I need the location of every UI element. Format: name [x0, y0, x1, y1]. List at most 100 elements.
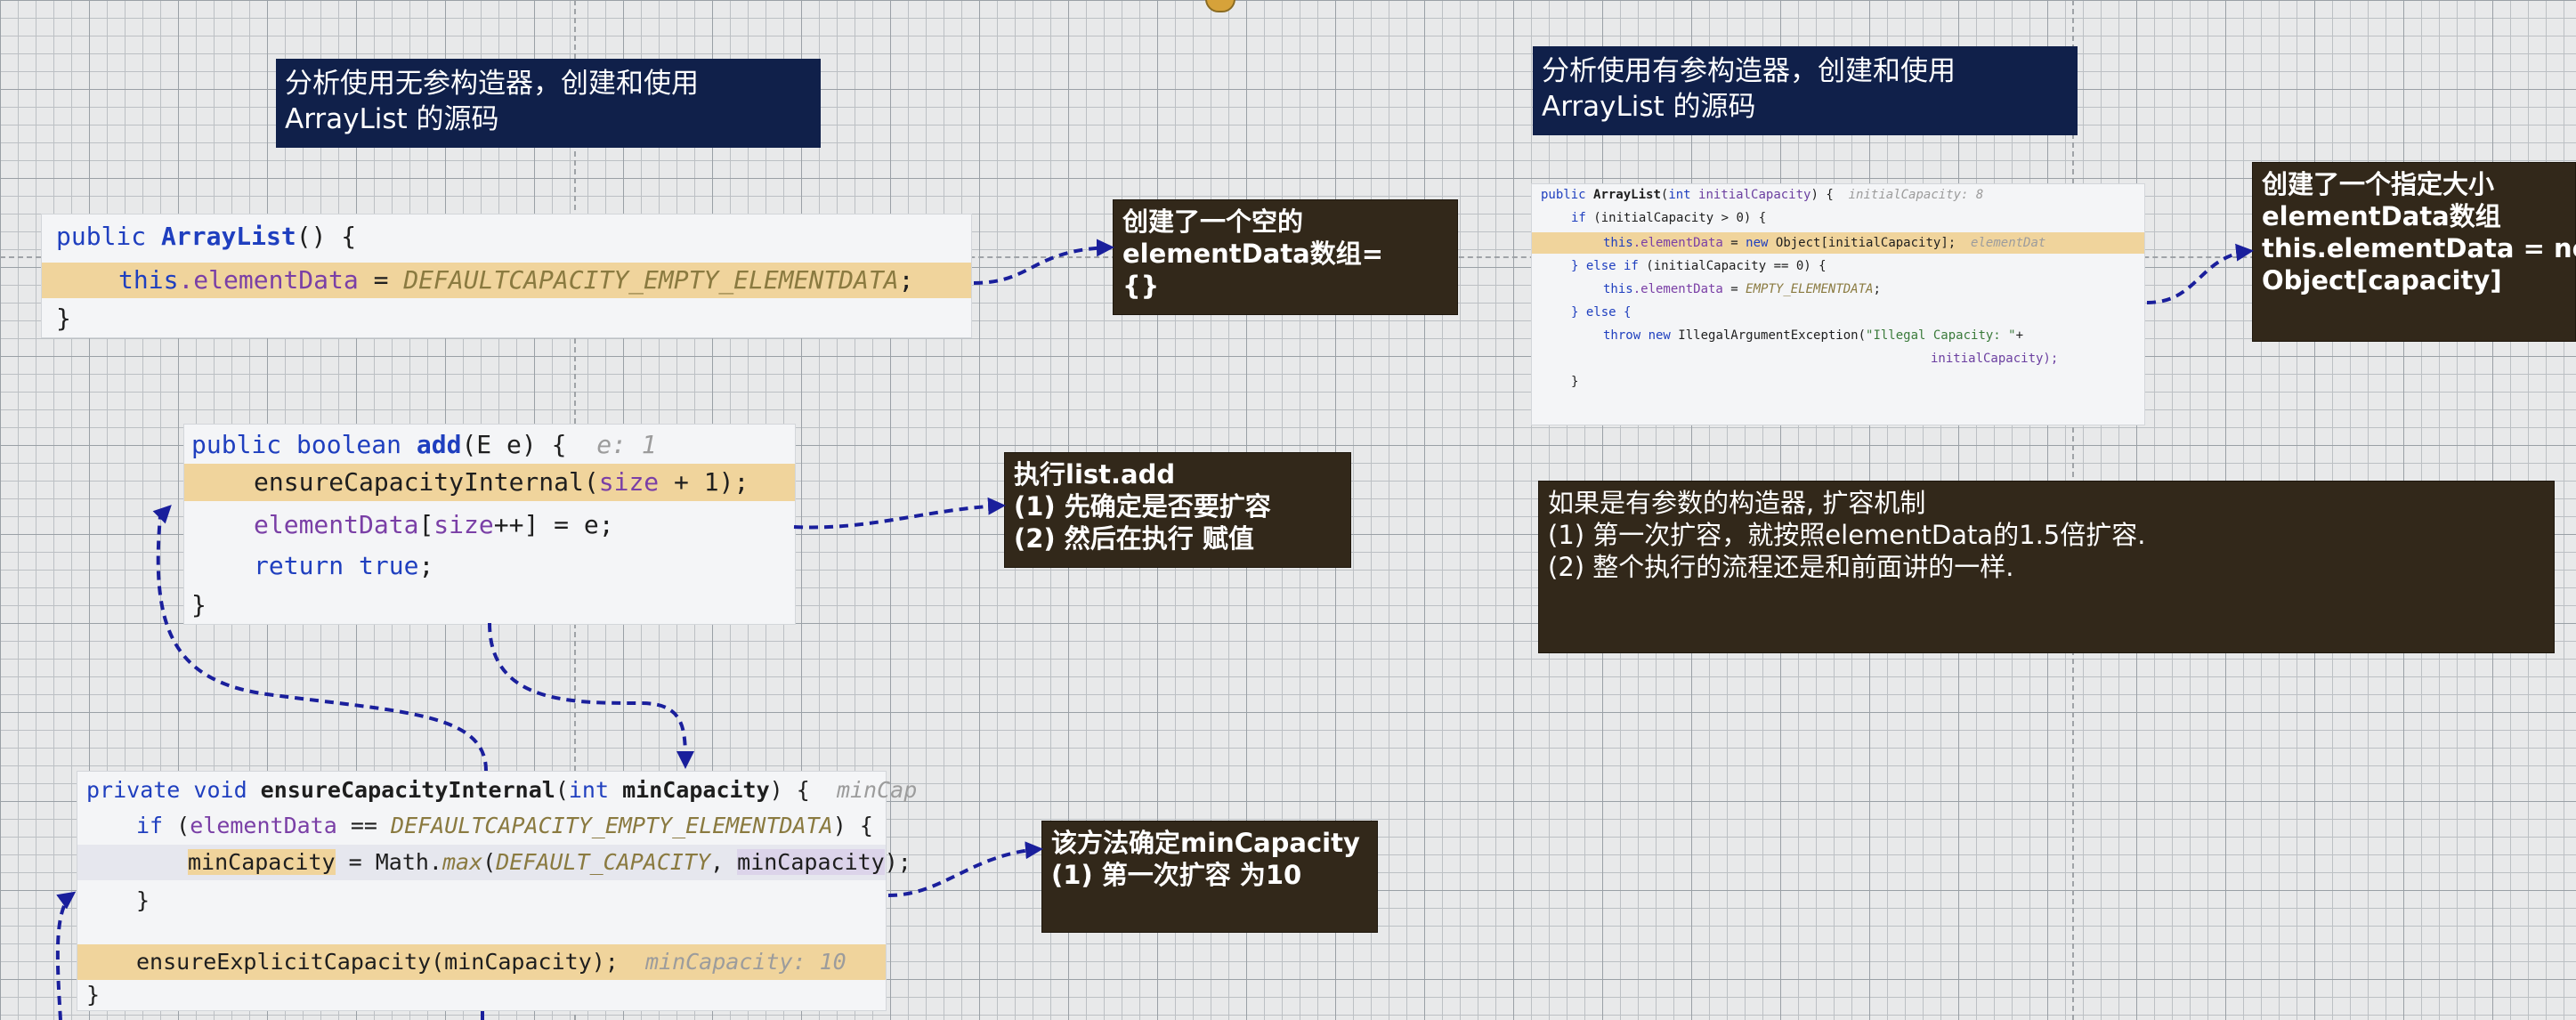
- note-line: 创建了一个空的: [1122, 206, 1304, 237]
- code-token: (: [482, 849, 497, 875]
- code-line: public ArrayList(int initialCapacity) { …: [1541, 188, 2144, 202]
- code-token: ;: [418, 551, 434, 580]
- code-line: } else {: [1571, 305, 2144, 320]
- code-token: } else if: [1571, 259, 1647, 273]
- code-token: );: [884, 849, 911, 875]
- title-line: ArrayList 的源码: [285, 103, 499, 135]
- code-token: ) {: [832, 813, 873, 838]
- code-line: }: [191, 590, 795, 619]
- note-line: 该方法确定minCapacity: [1051, 828, 1360, 858]
- code-line: }: [1571, 375, 2144, 389]
- code-token: ) {: [769, 777, 810, 803]
- code-token: initialCapacity: [1698, 188, 1811, 202]
- code-token: }: [191, 590, 207, 619]
- note-min-capacity: 该方法确定minCapacity (1) 第一次扩容 为10: [1041, 821, 1378, 933]
- code-token: max: [442, 849, 483, 875]
- note-line: (2) 然后在执行 赋值: [1014, 523, 1254, 554]
- code-line: initialCapacity);: [1931, 352, 2144, 366]
- code-token: ArrayList: [161, 222, 296, 251]
- code-line: }: [136, 887, 886, 913]
- title-line: 分析使用无参构造器，创建和使用: [285, 68, 699, 100]
- code-token: minCapacity: [737, 849, 885, 875]
- code-token: return true: [254, 551, 419, 580]
- code-token: ++] = e;: [493, 510, 614, 539]
- code-line: }: [86, 982, 886, 1008]
- code-token: .elementData: [178, 265, 359, 295]
- code-token: [: [418, 510, 434, 539]
- code-line: this.elementData = EMPTY_ELEMENTDATA;: [1603, 282, 2144, 296]
- code-line: public ArrayList() {: [56, 222, 971, 251]
- code-line: if (initialCapacity > 0) {: [1571, 211, 2144, 225]
- code-token: public boolean: [191, 430, 417, 459]
- code-token: (: [555, 777, 569, 803]
- code-token: (initialCapacity == 0) {: [1646, 259, 1827, 273]
- code-token: elementData: [190, 813, 337, 838]
- code-token: add: [416, 430, 462, 459]
- code-token: ensureCapacityInternal: [254, 467, 584, 497]
- code-token: if: [136, 813, 177, 838]
- code-line: } else if (initialCapacity == 0) {: [1571, 259, 2144, 273]
- code-token: int: [568, 777, 623, 803]
- arrow-to-sized-array-note: [2146, 243, 2254, 304]
- note-param-growth: 如果是有参数的构造器, 扩容机制 (1) 第一次扩容，就按照elementDat…: [1538, 481, 2555, 653]
- code-token: this: [118, 265, 179, 295]
- title-noarg-constructor: 分析使用无参构造器，创建和使用 ArrayList 的源码: [276, 59, 821, 148]
- code-panel-add: public boolean add(E e) { e: 1 ensureCap…: [183, 424, 796, 625]
- code-line: private void ensureCapacityInternal(int …: [86, 777, 917, 803]
- code-line: elementData[size++] = e;: [254, 510, 795, 539]
- code-token: }: [56, 304, 71, 333]
- note-line: Object[capacity]: [2262, 265, 2502, 295]
- arrow-into-ensure-internal-left: [55, 891, 77, 1020]
- note-line: (1) 第一次扩容 为10: [1051, 860, 1302, 890]
- code-panel-noarg-constructor: public ArrayList() { this.elementData = …: [41, 214, 972, 338]
- note-line: 如果是有参数的构造器, 扩容机制: [1548, 488, 1926, 518]
- inline-hint: e: 1: [596, 430, 657, 459]
- code-line-highlighted: this.elementData = DEFAULTCAPACITY_EMPTY…: [42, 263, 971, 298]
- code-token: public: [56, 222, 162, 251]
- code-line-highlighted: ensureCapacityInternal(size + 1);: [184, 464, 795, 501]
- inline-hint: elementDat: [1971, 236, 2046, 250]
- code-token: (: [583, 467, 599, 497]
- note-line: this.elementData = new: [2262, 233, 2576, 263]
- code-panel-int-constructor: public ArrayList(int initialCapacity) { …: [1531, 183, 2145, 425]
- code-token: size: [598, 467, 660, 497]
- code-token: + 1);: [659, 467, 749, 497]
- code-token: EMPTY_ELEMENTDATA: [1746, 282, 1874, 296]
- code-token: minCapacity: [622, 777, 770, 803]
- arrow-to-min-capacity-note: [887, 841, 1043, 897]
- code-token: ArrayList: [1593, 188, 1661, 202]
- code-token: "Illegal Capacity: ": [1866, 328, 2016, 343]
- arrow-ensure-internal-back-to-add: [152, 505, 488, 772]
- note-line: 创建了一个指定大小: [2262, 169, 2495, 199]
- code-token: ensureCapacityInternal: [260, 777, 555, 803]
- note-list-add: 执行list.add (1) 先确定是否要扩容 (2) 然后在执行 赋值: [1004, 452, 1351, 568]
- note-line: elementData数组=: [1122, 239, 1384, 269]
- title-arg-constructor: 分析使用有参构造器，创建和使用 ArrayList 的源码: [1533, 46, 2078, 135]
- note-line: (2) 整个执行的流程还是和前面讲的一样.: [1548, 552, 2014, 582]
- code-token: ==: [336, 813, 392, 838]
- code-token: ensureExplicitCapacity(minCapacity);: [136, 949, 619, 975]
- code-token: size: [433, 510, 494, 539]
- title-line: 分析使用有参构造器，创建和使用: [1542, 55, 1956, 87]
- code-token: (E e) {: [461, 430, 567, 459]
- note-line: (1) 先确定是否要扩容: [1014, 491, 1271, 522]
- code-token: this: [1603, 282, 1633, 296]
- code-token: ,: [710, 849, 738, 875]
- code-token: DEFAULTCAPACITY_EMPTY_ELEMENTDATA: [391, 813, 833, 838]
- code-line-highlighted: ensureExplicitCapacity(minCapacity); min…: [77, 944, 886, 980]
- code-token: initialCapacity);: [1931, 352, 2059, 366]
- code-token: ;: [1873, 282, 1881, 296]
- code-token: } else {: [1571, 305, 1632, 320]
- code-token: if: [1571, 211, 1594, 225]
- code-token: }: [86, 982, 101, 1008]
- code-token: }: [136, 887, 150, 913]
- note-line: 执行list.add: [1014, 459, 1176, 490]
- code-token: =: [1722, 282, 1746, 296]
- code-line-highlighted: this.elementData = new Object[initialCap…: [1532, 232, 2144, 254]
- code-token: = Math.: [335, 849, 442, 875]
- code-token: private void: [86, 777, 261, 803]
- arrow-to-list-add-note: [793, 497, 1006, 530]
- code-token: () {: [296, 222, 357, 251]
- title-line: ArrayList 的源码: [1542, 91, 1756, 123]
